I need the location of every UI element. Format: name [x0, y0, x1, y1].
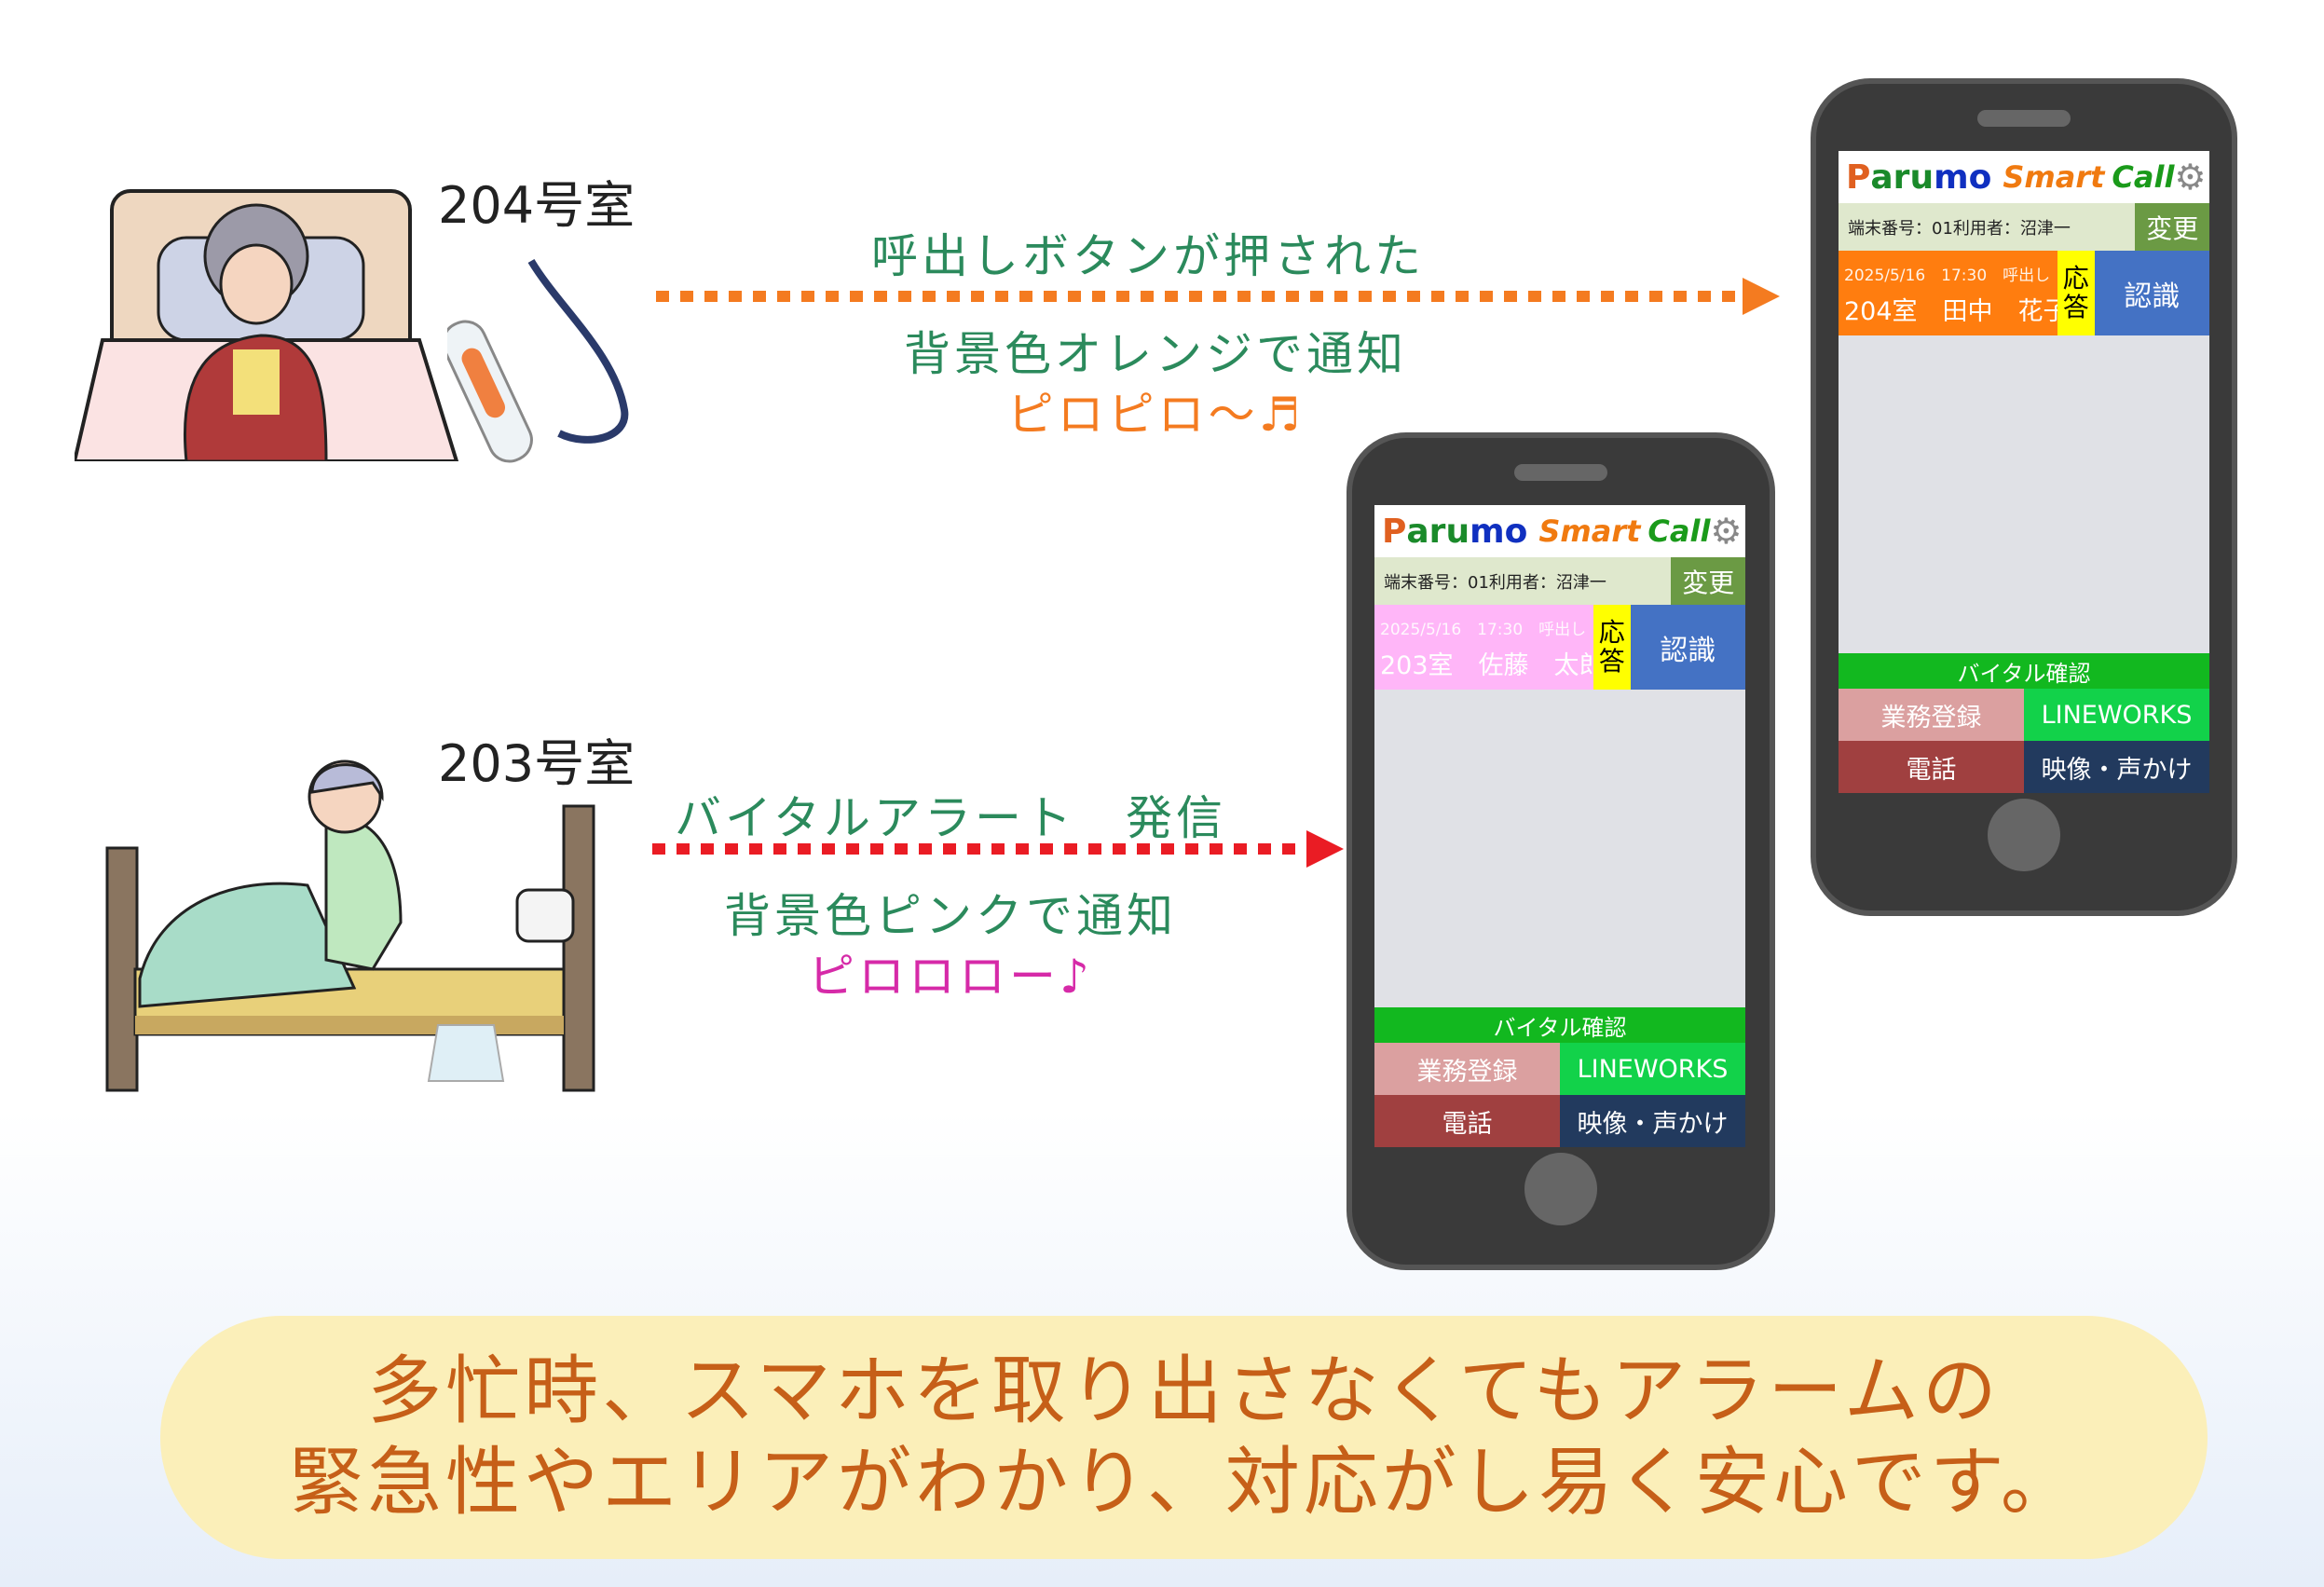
pink-sound-text: ピロロロー♪: [808, 950, 1093, 1004]
answer-label-2: 答: [1598, 645, 1625, 677]
alert-item[interactable]: 2025/5/16 17:30 呼出し 203室 佐藤 太郎: [1374, 605, 1593, 690]
alert-room-name: 203室 佐藤 太郎: [1380, 651, 1593, 680]
button-row-1: 業務登録 LINEWORKS: [1839, 689, 2209, 741]
call-button-pressed-caption: 呼出しボタンが押された: [871, 229, 1425, 283]
vital-check-button[interactable]: バイタル確認: [1374, 1007, 1745, 1043]
alert-room-name: 204室 田中 花子: [1844, 297, 2057, 326]
button-row-1: 業務登録 LINEWORKS: [1374, 1043, 1745, 1095]
terminal-user-info: 端末番号：01利用者：沼津一: [1848, 218, 2071, 239]
banner-line-2: 緊急性やエリアがわかり、対応がし易く安心です。: [289, 1439, 2079, 1525]
orange-sound-text: ピロピロ～♬: [1006, 388, 1305, 442]
button-row-2: 電話 映像・声かけ: [1839, 741, 2209, 793]
lineworks-button[interactable]: LINEWORKS: [2024, 689, 2209, 741]
answer-label-2: 答: [2062, 291, 2089, 322]
logo-p: P: [1382, 512, 1407, 551]
orange-notify-caption: 背景色オレンジで通知: [904, 327, 1407, 381]
pink-notify-caption: 背景色ピンクで通知: [724, 889, 1177, 943]
empty-list-area: [1374, 690, 1745, 1007]
answer-label-1: 応: [1598, 616, 1625, 648]
recognize-button[interactable]: 認識: [2094, 251, 2209, 335]
room-203-label: 203号室: [438, 734, 636, 793]
alert-row: 2025/5/16 17:30 呼出し 204室 田中 花子 応答 認識: [1839, 251, 2209, 335]
logo-aru: aru: [1406, 512, 1470, 551]
change-button[interactable]: 変更: [1671, 557, 1745, 605]
room-204-label: 204号室: [438, 176, 636, 235]
work-register-button[interactable]: 業務登録: [1839, 689, 2024, 741]
video-voice-button[interactable]: 映像・声かけ: [2024, 741, 2209, 793]
vital-alert-caption: バイタルアラート 発信: [675, 791, 1226, 845]
video-voice-button[interactable]: 映像・声かけ: [1560, 1095, 1745, 1147]
logo-smart: Smart: [1538, 513, 1641, 549]
alert-row: 2025/5/16 17:30 呼出し 203室 佐藤 太郎 応答 認識: [1374, 605, 1745, 690]
logo-mo: mo: [1470, 512, 1528, 551]
change-button[interactable]: 変更: [2135, 203, 2209, 251]
gear-icon[interactable]: ⚙: [1710, 511, 1743, 552]
red-arrowhead-icon: [1306, 830, 1344, 868]
logo-mo: mo: [1934, 157, 1992, 197]
speaker-grille: [1514, 464, 1607, 481]
button-row-2: 電話 映像・声かけ: [1374, 1095, 1745, 1147]
empty-list-area: [1839, 335, 2209, 653]
vital-check-button[interactable]: バイタル確認: [1839, 653, 2209, 689]
gear-icon[interactable]: ⚙: [2174, 157, 2207, 198]
terminal-info-row: 端末番号：01利用者：沼津一 変更: [1839, 203, 2209, 251]
banner-line-1: 多忙時、スマホを取り出さなくてもアラームの: [367, 1348, 2001, 1434]
speaker-grille: [1977, 110, 2071, 127]
home-button[interactable]: [1524, 1153, 1597, 1225]
summary-banner: 多忙時、スマホを取り出さなくてもアラームの 緊急性やエリアがわかり、対応がし易く…: [160, 1316, 2208, 1559]
logo-aru: aru: [1870, 157, 1934, 197]
alert-datetime: 2025/5/16 17:30 呼出し: [1380, 621, 1587, 639]
answer-label-1: 応: [2062, 262, 2089, 294]
phone-call-button[interactable]: 電話: [1839, 741, 2024, 793]
lineworks-button[interactable]: LINEWORKS: [1560, 1043, 1745, 1095]
answer-button[interactable]: 応答: [2057, 251, 2095, 335]
woman-in-bed-illustration: [75, 189, 459, 461]
terminal-info-row: 端末番号：01利用者：沼津一 変更: [1374, 557, 1745, 605]
terminal-user-info: 端末番号：01利用者：沼津一: [1384, 572, 1606, 593]
logo-call: Call: [2112, 159, 2175, 195]
logo-smart: Smart: [2003, 159, 2105, 195]
answer-button[interactable]: 応答: [1593, 605, 1631, 690]
orange-arrowhead-icon: [1743, 278, 1780, 315]
logo-p: P: [1846, 157, 1871, 197]
phone-call-button[interactable]: 電話: [1374, 1095, 1560, 1147]
orange-dotted-arrow: [656, 291, 1756, 302]
red-dotted-arrow: [652, 843, 1314, 855]
man-on-bed-illustration: [105, 759, 595, 1092]
work-register-button[interactable]: 業務登録: [1374, 1043, 1560, 1095]
recognize-button[interactable]: 認識: [1630, 605, 1745, 690]
logo-call: Call: [1647, 513, 1711, 549]
alert-item[interactable]: 2025/5/16 17:30 呼出し 204室 田中 花子: [1839, 251, 2057, 335]
home-button[interactable]: [1988, 799, 2060, 871]
alert-datetime: 2025/5/16 17:30 呼出し: [1844, 267, 2051, 285]
call-button-device-icon: [447, 258, 629, 463]
